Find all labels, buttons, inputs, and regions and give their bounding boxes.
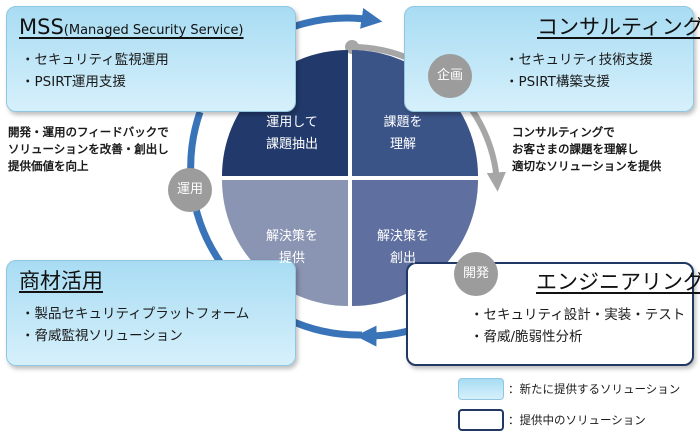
legend-current-label: ：提供中のソリューション: [508, 413, 646, 427]
phase-develop-badge: 開発: [454, 252, 498, 296]
quadrant-bottom-left-line-1: 解決策を: [265, 229, 318, 244]
mss-item-1: ・セキュリティ監視運用: [21, 52, 169, 68]
mss-title: MSS(Managed Security Service): [19, 15, 244, 39]
quadrant-top-right-line-2: 理解: [389, 137, 416, 152]
quadrant-top-left-line-1: 運用して: [266, 115, 318, 130]
quadrant-top-left-text: 運用して 課題抽出: [247, 112, 337, 156]
quadrant-top-right: [352, 50, 478, 176]
quadrant-bottom-right-text: 解決策を 創出: [358, 226, 448, 270]
consulting-item-1: ・セキュリティ技術支援: [505, 52, 653, 68]
left-description-line-3: 提供価値を向上: [8, 159, 89, 173]
right-description-line-3: 適切なソリューションを提供: [512, 159, 662, 173]
quadrant-bottom-right-line-2: 創出: [389, 251, 416, 266]
phase-operate-badge: 運用: [168, 168, 212, 212]
right-description-line-2: お客さまの課題を理解し: [512, 142, 639, 156]
consulting-title: コンサルティング: [537, 15, 700, 39]
quadrant-top-left-line-2: 課題抽出: [265, 137, 318, 152]
products-box: 商材活用 ・製品セキュリティプラットフォーム ・脅威監視ソリューション: [6, 260, 296, 366]
phase-plan-badge: 企画: [428, 54, 472, 98]
legend-current-swatch: [458, 409, 504, 431]
right-description-line-1: コンサルティングで: [512, 125, 615, 139]
mss-item-2: ・PSIRT運用支援: [21, 74, 126, 90]
engineering-box: エンジニアリング ・セキュリティ設計・実装・テスト ・脅威/脆弱性分析: [406, 262, 700, 366]
products-title: 商材活用: [19, 269, 103, 293]
quadrant-top-right-text: 課題を 理解: [358, 112, 448, 156]
left-description: 開発・運用のフィードバックで ソリューションを改善・創出し 提供価値を向上: [8, 124, 169, 175]
quadrant-bottom-left-line-2: 提供: [278, 251, 305, 266]
quadrant-top-left: [222, 50, 348, 176]
engineering-title: エンジニアリング: [536, 270, 700, 294]
products-item-2: ・脅威監視ソリューション: [21, 328, 183, 344]
quadrant-bottom-right-line-1: 解決策を: [376, 229, 429, 244]
quadrant-bottom-right: [352, 180, 478, 306]
engineering-item-2: ・脅威/脆弱性分析: [470, 329, 583, 345]
legend-new-swatch: [458, 378, 504, 400]
left-description-line-1: 開発・運用のフィードバックで: [8, 125, 169, 139]
products-item-1: ・製品セキュリティプラットフォーム: [21, 306, 250, 322]
mss-box: MSS(Managed Security Service) ・セキュリティ監視運…: [6, 6, 296, 112]
quadrant-top-right-line-1: 課題を: [383, 115, 423, 130]
engineering-item-1: ・セキュリティ設計・実装・テスト: [470, 307, 686, 323]
left-description-line-2: ソリューションを改善・創出し: [8, 142, 169, 156]
legend-new-label: ：新たに提供するソリューション: [508, 382, 681, 396]
right-description: コンサルティングで お客さまの課題を理解し 適切なソリューションを提供: [512, 124, 661, 175]
quadrant-bottom-left-text: 解決策を 提供: [247, 226, 337, 270]
quadrant-bottom-left: [222, 180, 348, 306]
consulting-item-2: ・PSIRT構築支援: [505, 74, 610, 90]
